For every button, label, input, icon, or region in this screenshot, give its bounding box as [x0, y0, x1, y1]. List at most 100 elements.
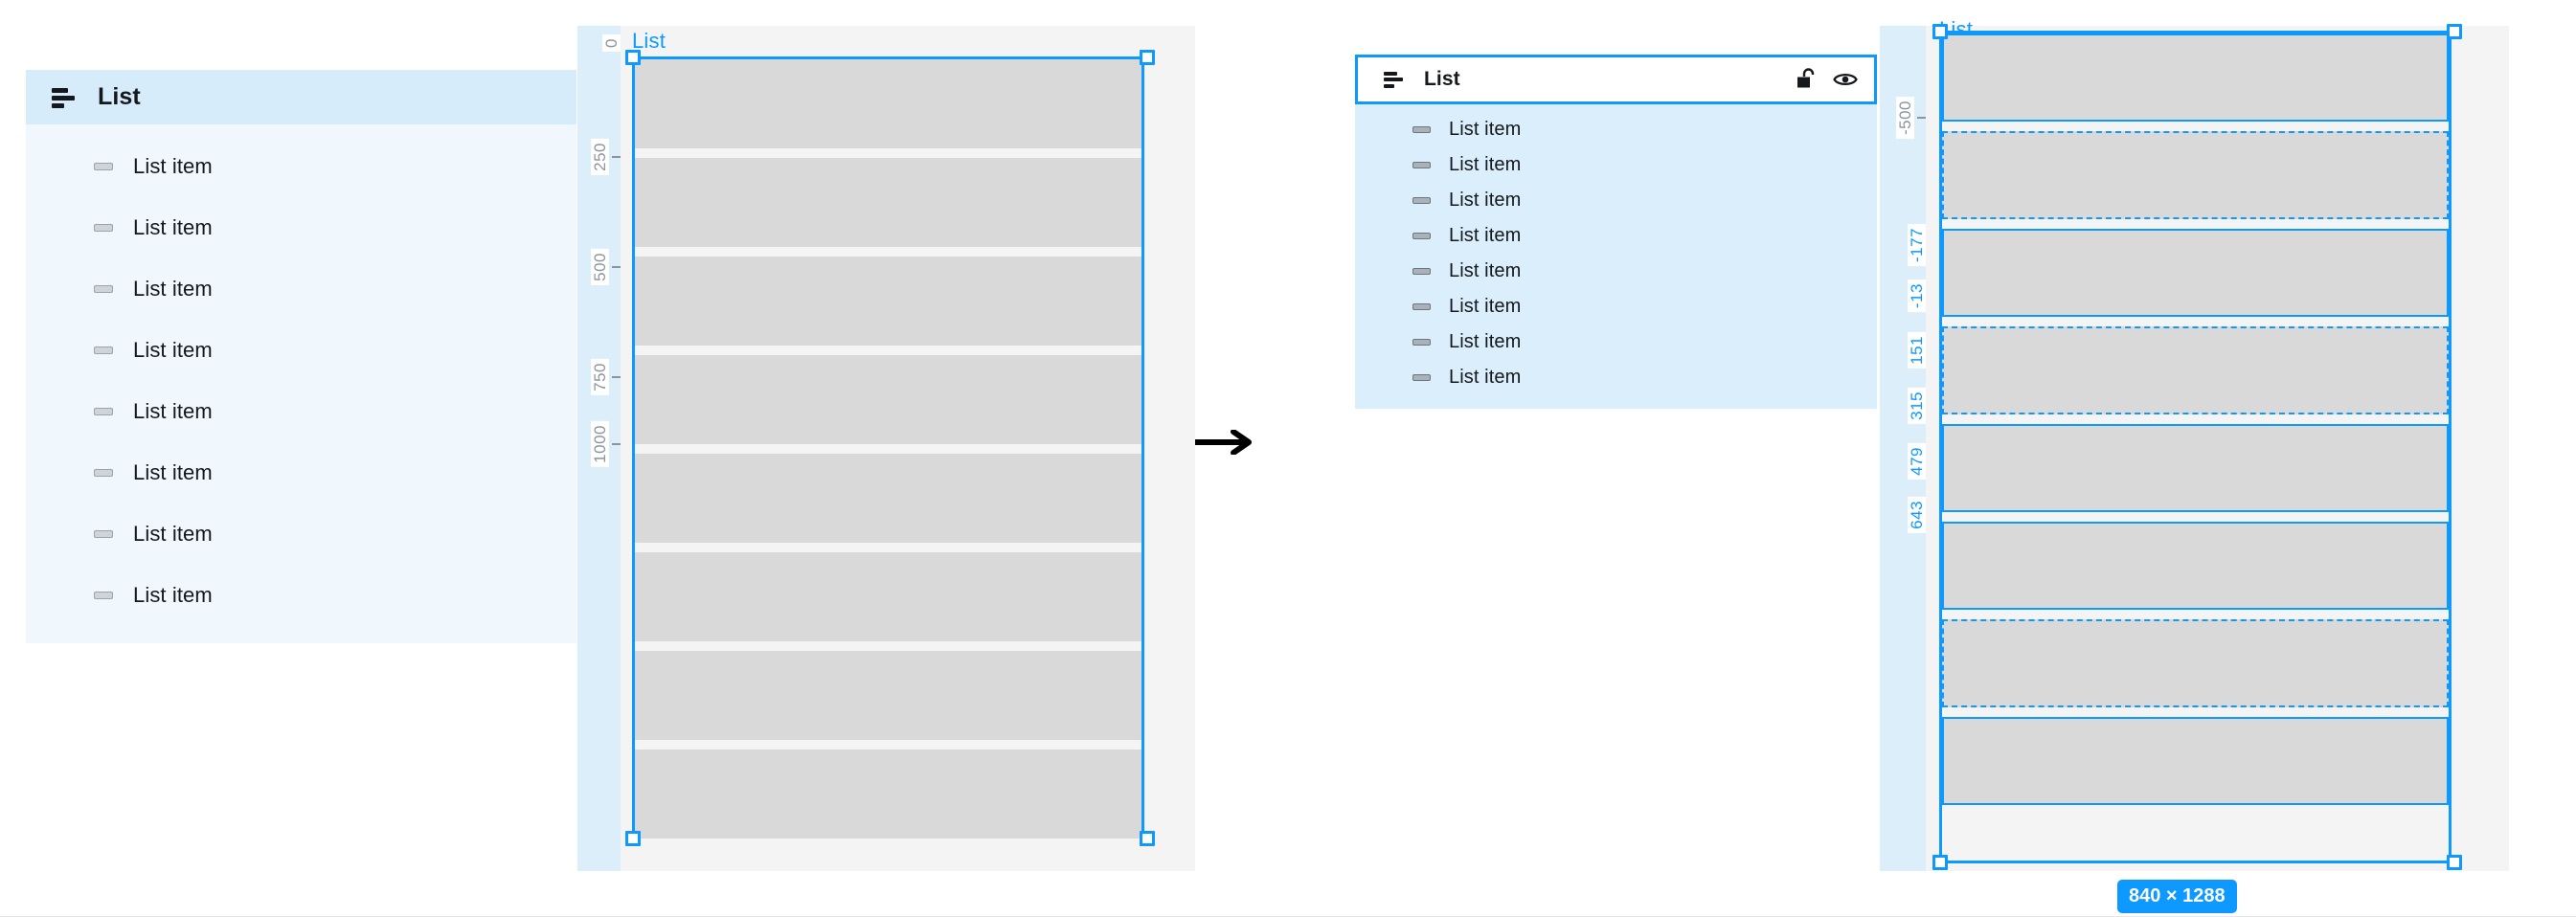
- ruler-tick-label: 250: [591, 139, 609, 175]
- list-item[interactable]: List item: [26, 442, 576, 503]
- list-item[interactable]: List item: [1355, 112, 1877, 147]
- selected-row[interactable]: [1942, 424, 2449, 512]
- dash-bullet-icon: [94, 224, 113, 232]
- left-panel-body: List item List item List item List item …: [26, 124, 576, 643]
- left-canvas[interactable]: 0 250 500 750 1000 List: [577, 26, 1195, 871]
- list-item[interactable]: List item: [1355, 218, 1877, 254]
- list-item-label: List item: [133, 154, 213, 178]
- list-item[interactable]: List item: [26, 320, 576, 381]
- ruler-tick-mark: [612, 375, 621, 378]
- selected-row[interactable]: [1942, 131, 2449, 219]
- left-panel-header[interactable]: List: [26, 70, 576, 124]
- selected-row[interactable]: [1942, 229, 2449, 317]
- selected-row[interactable]: [1942, 326, 2449, 414]
- resize-handle-top-right[interactable]: [2447, 24, 2462, 39]
- left-panel-title: List: [98, 83, 141, 110]
- list-item[interactable]: List item: [1355, 254, 1877, 289]
- list-item[interactable]: List item: [26, 381, 576, 442]
- list-item-label: List item: [1449, 225, 1522, 246]
- ruler-tick-label: 500: [591, 249, 609, 285]
- dash-bullet-icon: [1412, 374, 1431, 381]
- list-item[interactable]: List item: [26, 197, 576, 258]
- list-item[interactable]: List item: [26, 136, 576, 197]
- list-item[interactable]: List item: [26, 565, 576, 626]
- ruler-tick-label: 750: [591, 359, 609, 395]
- resize-handle-bottom-right[interactable]: [2447, 855, 2462, 870]
- eye-icon[interactable]: [1833, 70, 1858, 89]
- list-item-label: List item: [133, 277, 213, 301]
- resize-handle-bottom-left[interactable]: [625, 831, 641, 846]
- list-item-label: List item: [1449, 367, 1522, 388]
- arrow-right-icon: [1195, 430, 1252, 455]
- list-item-label: List item: [1449, 331, 1522, 352]
- list-item-label: List item: [1449, 296, 1522, 317]
- list-icon: [52, 87, 77, 108]
- right-panel-body: List item List item List item List item …: [1355, 104, 1877, 409]
- dash-bullet-icon: [1412, 268, 1431, 275]
- dash-bullet-icon: [94, 469, 113, 477]
- dash-bullet-icon: [94, 163, 113, 170]
- list-item[interactable]: List item: [1355, 360, 1877, 395]
- resize-handle-top-left[interactable]: [625, 50, 641, 65]
- selected-row[interactable]: [1942, 34, 2449, 122]
- dash-bullet-icon: [1412, 233, 1431, 239]
- resize-handle-top-right[interactable]: [1140, 50, 1155, 65]
- list-item-label: List item: [133, 215, 213, 239]
- dash-bullet-icon: [94, 592, 113, 599]
- ruler-tick-label: 479: [1908, 443, 1926, 480]
- dash-bullet-icon: [1412, 303, 1431, 310]
- left-frame-label[interactable]: List: [632, 29, 667, 53]
- resize-handle-top-left[interactable]: [1932, 24, 1948, 39]
- ruler-tick-label: -500: [1896, 97, 1914, 140]
- right-list-component: List List item List item: [1355, 55, 1877, 409]
- list-item[interactable]: List item: [26, 503, 576, 565]
- dash-bullet-icon: [94, 408, 113, 415]
- resize-handle-bottom-right[interactable]: [1140, 831, 1155, 846]
- selected-row[interactable]: [1942, 717, 2449, 805]
- ruler-tick-label: 1000: [591, 421, 609, 467]
- list-item-label: List item: [1449, 190, 1522, 211]
- list-item-label: List item: [133, 583, 213, 607]
- ruler-tick-mark: [612, 442, 621, 445]
- selection-size-badge: 840 × 1288: [2117, 880, 2237, 913]
- list-item-label: List item: [133, 460, 213, 484]
- dash-bullet-icon: [1412, 197, 1431, 204]
- unlock-icon[interactable]: [1796, 68, 1818, 91]
- dash-bullet-icon: [1412, 162, 1431, 168]
- list-item-label: List item: [1449, 154, 1522, 175]
- list-item-label: List item: [1449, 260, 1522, 281]
- resize-handle-bottom-left[interactable]: [1932, 855, 1948, 870]
- selected-row[interactable]: [1942, 522, 2449, 610]
- right-panel-title: List: [1424, 68, 1460, 90]
- dash-bullet-icon: [1412, 126, 1431, 133]
- right-artboard-selection[interactable]: [1939, 31, 2452, 863]
- right-vertical-ruler[interactable]: -500 -177 -13 151 315 479 643: [1880, 26, 1926, 871]
- list-item[interactable]: List item: [1355, 289, 1877, 324]
- ruler-tick-label: 0: [602, 34, 621, 52]
- list-item-label: List item: [1449, 119, 1522, 140]
- ruler-tick-label: 315: [1908, 388, 1926, 424]
- ruler-tick-mark: [612, 265, 621, 268]
- ruler-tick-mark: [1917, 117, 1926, 120]
- list-item[interactable]: List item: [1355, 324, 1877, 360]
- ruler-tick-label: -13: [1908, 280, 1926, 313]
- panel-header-tools: [1796, 68, 1874, 91]
- list-item-label: List item: [133, 399, 213, 423]
- list-item-label: List item: [133, 522, 213, 546]
- selected-row[interactable]: [1942, 619, 2449, 707]
- dash-bullet-icon: [94, 530, 113, 538]
- right-panel-header[interactable]: List: [1355, 55, 1877, 104]
- right-canvas[interactable]: -500 -177 -13 151 315 479 643 List 840 ×…: [1880, 17, 2509, 913]
- list-item[interactable]: List item: [26, 258, 576, 320]
- left-artboard-selection[interactable]: [632, 56, 1144, 839]
- ruler-tick-label: -177: [1908, 224, 1926, 267]
- left-vertical-ruler[interactable]: 0 250 500 750 1000: [577, 26, 621, 871]
- dash-bullet-icon: [94, 285, 113, 293]
- list-item[interactable]: List item: [1355, 183, 1877, 218]
- list-item-label: List item: [133, 338, 213, 362]
- ruler-tick-label: 643: [1908, 497, 1926, 533]
- ruler-tick-label: 151: [1908, 332, 1926, 369]
- list-item[interactable]: List item: [1355, 147, 1877, 183]
- ruler-tick-mark: [612, 155, 621, 158]
